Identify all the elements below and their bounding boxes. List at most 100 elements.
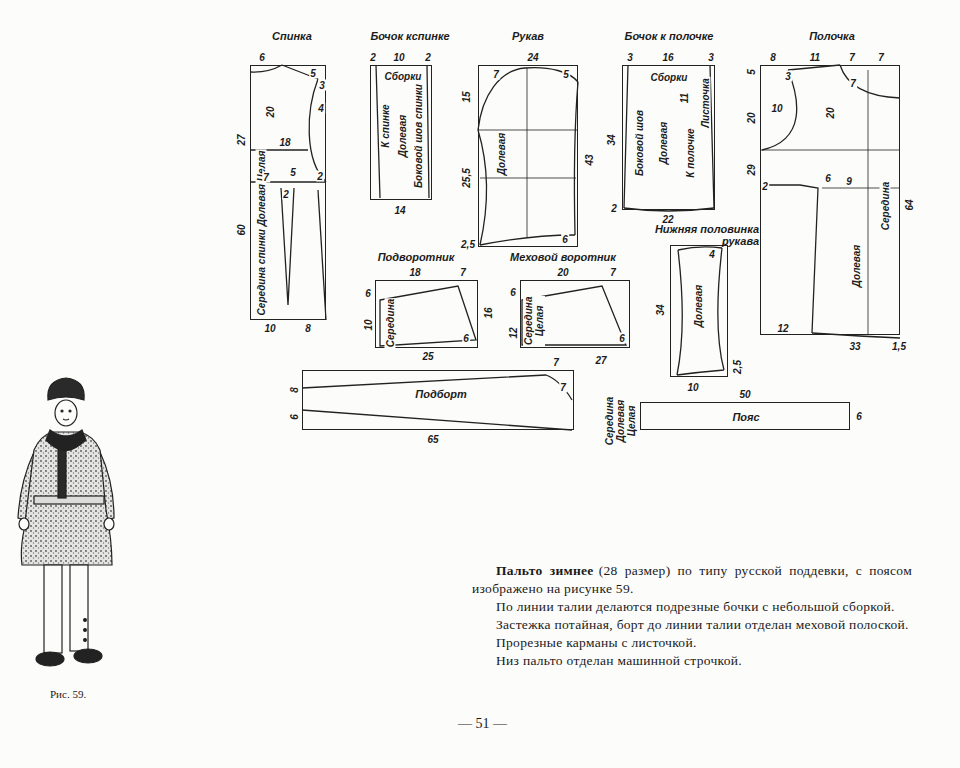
page-number: — 51 — — [458, 716, 507, 732]
dimension: 20 — [825, 106, 836, 119]
guide-line — [478, 130, 578, 178]
dimension: 11 — [679, 92, 690, 104]
piece-note: К спинке — [380, 103, 391, 148]
dimension: 25 — [421, 351, 434, 362]
dimension: 20 — [265, 105, 276, 118]
piece-note: Середина — [880, 181, 891, 231]
dart — [281, 188, 294, 305]
shoe — [74, 649, 102, 663]
coat — [21, 432, 112, 565]
dimension: 50 — [738, 389, 751, 400]
dimension: 3 — [318, 80, 326, 91]
sleeve-cap — [478, 68, 578, 130]
face — [55, 400, 77, 426]
pattern-piece: Бочок к полочкеСборкиБоковой шовДолеваяК… — [622, 65, 715, 210]
eye — [61, 410, 63, 412]
dimension: 43 — [584, 153, 595, 166]
piece-title: Подворотник — [377, 251, 456, 263]
paragraph-text: Низ пальто отделан машинной строчкой. — [496, 653, 742, 668]
piece-note: Долевая — [397, 114, 408, 158]
fur-strip — [58, 446, 66, 498]
sleeve-seam — [478, 130, 487, 245]
dimension: 29 — [746, 163, 757, 176]
dimension: 18 — [408, 267, 421, 278]
eye — [69, 410, 71, 412]
dimension: 33 — [848, 341, 861, 352]
dimension: 2 — [316, 171, 324, 182]
dimension: 6 — [289, 413, 300, 421]
dimension: 6 — [824, 173, 832, 184]
paragraph: По линии талии делаются подрезные бочки … — [472, 598, 912, 616]
figure-caption: Рис. 59. — [50, 688, 86, 700]
dimension: 65 — [426, 434, 439, 445]
piece-note: Долевая — [851, 244, 862, 288]
dimension: 27 — [236, 133, 247, 146]
paragraph-text: Пальто зимнее — [496, 563, 594, 578]
dimension: 7 — [849, 78, 857, 89]
child-figure — [18, 378, 114, 666]
chest-line — [760, 150, 900, 151]
under-sleeve-outline — [677, 247, 724, 375]
dimension: 15 — [461, 90, 472, 103]
dimension: 7 — [552, 357, 560, 368]
dimension: 10 — [263, 323, 276, 334]
hand — [19, 518, 29, 530]
dimension: 5 — [309, 68, 317, 79]
grain-line — [527, 68, 528, 238]
dimension: 16 — [661, 52, 674, 63]
side-panel-outline — [624, 65, 714, 208]
dimension: 20 — [746, 111, 757, 124]
dimension: 22 — [661, 214, 674, 225]
dimension: 6 — [561, 234, 569, 245]
dimension: 60 — [236, 223, 247, 236]
paragraph: Застежка потайная, борт до линии талии о… — [472, 616, 912, 634]
neckline — [250, 65, 282, 72]
pattern-piece: РукавДолевая — [478, 65, 578, 247]
piece-note: Сборки — [384, 71, 423, 82]
piece-title: Спинка — [271, 30, 313, 42]
dimension: 25,5 — [461, 167, 472, 188]
dimension: 9 — [845, 176, 853, 187]
dimension: 2,5 — [460, 239, 476, 250]
dimension: 5 — [562, 69, 570, 80]
dimension: 4 — [317, 103, 325, 114]
dimension: 6 — [364, 288, 372, 299]
dimension: 64 — [904, 198, 915, 211]
facing-edge — [302, 375, 572, 400]
paragraph: Пальто зимнее(28 размер) по типу русской… — [472, 562, 912, 598]
hat — [48, 378, 84, 400]
dimension: 10 — [770, 103, 783, 114]
piece-note: Боковой шов спинки — [413, 83, 424, 189]
pattern-piece: Меховой воротникСередина Целая — [520, 280, 630, 348]
dimension: 24 — [526, 52, 539, 63]
piece-title: Полочка — [808, 30, 856, 42]
piece-note: Долевая — [693, 284, 704, 328]
dimension: 16 — [483, 306, 494, 319]
mouth — [63, 419, 69, 420]
dimension: 34 — [606, 133, 617, 146]
pattern-piece: Подборт — [302, 370, 574, 430]
side-panel-outline — [376, 65, 429, 198]
dimension: 2,5 — [732, 359, 743, 375]
dimension: 10 — [686, 382, 699, 393]
hand — [104, 518, 114, 530]
dimension: 12 — [508, 326, 519, 339]
piece-note: Долевая — [658, 121, 669, 165]
dimension: 7 — [459, 267, 467, 278]
piece-note: Листочка — [700, 77, 711, 129]
dimension: 3 — [626, 52, 634, 63]
dimension: 7 — [559, 382, 567, 393]
dimension: 10 — [363, 318, 374, 331]
dimension: 6 — [618, 333, 626, 344]
dimension: 7 — [848, 52, 856, 63]
dimension: 12 — [776, 323, 789, 334]
dimension: 11 — [809, 52, 821, 63]
fur-collar-outline — [522, 286, 626, 345]
dimension: 8 — [769, 52, 777, 63]
dimension: 27 — [594, 355, 607, 366]
piece-note: Середина Целая — [523, 296, 545, 346]
dimension: 7 — [609, 267, 617, 278]
dimension: 1,5 — [891, 341, 907, 352]
dimension: 2 — [424, 52, 432, 63]
